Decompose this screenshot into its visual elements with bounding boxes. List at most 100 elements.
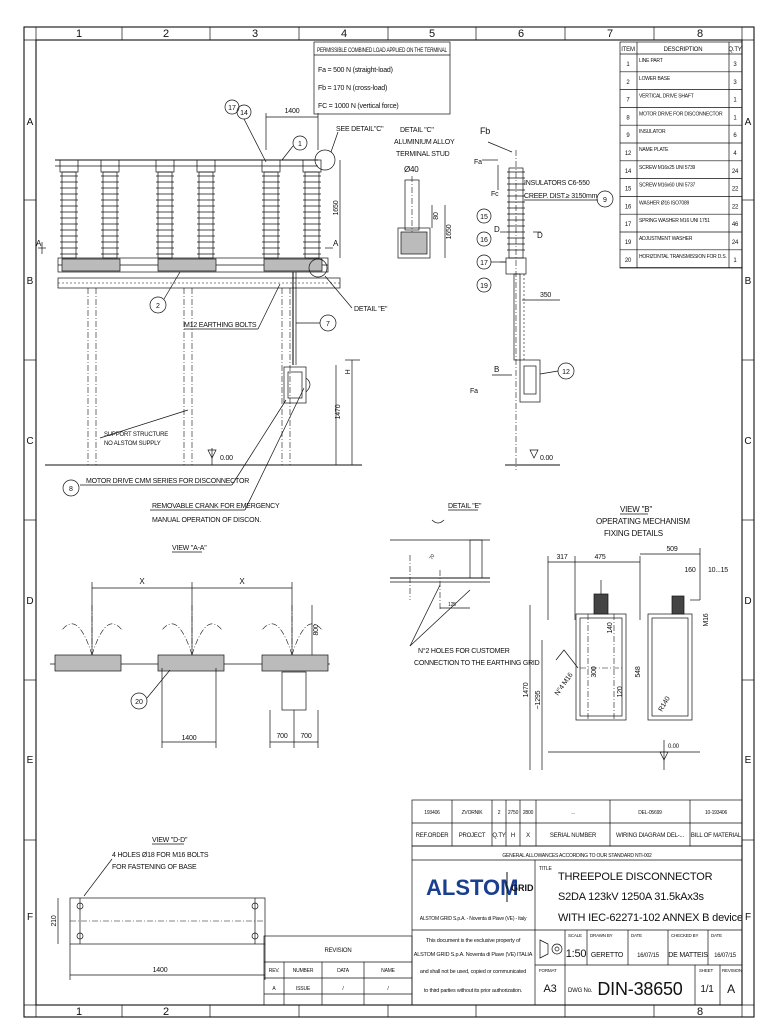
dim-1470-b: 1470 (523, 682, 530, 697)
col-label: 8 (697, 1006, 703, 1018)
date2-value: 16/07/15 (714, 953, 737, 959)
ref-header: WIRING DIAGRAM DEL-... (616, 833, 684, 839)
col-label: 5 (429, 28, 435, 40)
balloon: 8 (69, 486, 73, 493)
bom-qty: 4 (733, 151, 737, 157)
row-label: D (744, 596, 751, 607)
row-label: E (27, 755, 34, 766)
ref-value: ZVORNIK (462, 810, 484, 816)
balloon: 16 (480, 237, 488, 244)
company-text: ALSTOM GRID S.p.A. - Noventa di Piave (V… (420, 916, 527, 922)
bom-item: 1 (626, 62, 630, 68)
bom-desc: ADJUSTMENT WASHER (639, 236, 693, 242)
section-a-right: A (333, 239, 339, 248)
ref-header: SERIAL NUMBER (550, 833, 597, 839)
dim-1400-top: 1400 (285, 108, 300, 115)
load-box-title: PERMISSIBLE COMBINED LOAD APPLIED ON THE… (317, 48, 448, 54)
scale-value: 1:50 (566, 948, 587, 960)
revision-label: REVISION (722, 968, 742, 973)
drawn-value: GERETTO (591, 952, 624, 959)
bom-qty: 1 (733, 258, 737, 264)
holes-label-2: CONNECTION TO THE EARTHING GRID (414, 660, 540, 667)
bom-desc: SCREW M16x60 UNI 5737 (639, 183, 696, 189)
dim-1400-aa: 1400 (182, 735, 197, 742)
detail-c-material: ALUMINIUM ALLOY (394, 139, 455, 146)
row-label: B (745, 276, 752, 287)
view-a-a: VIEW "A-A" X X 800 1400 700 700 (50, 545, 330, 748)
level-front: 0.00 (220, 455, 233, 462)
rev-cell: ISSUE (296, 986, 311, 992)
title-line-2: S2DA 123kV 1250A 31.5kAx3s (558, 891, 705, 903)
ref-value: 193406 (424, 810, 440, 816)
rev-col-name: NAME (381, 968, 396, 974)
bom-qty: 3 (733, 62, 737, 68)
checked-label: CHECKED BY (671, 933, 698, 938)
balloon: 14 (240, 110, 248, 117)
col-label: 6 (518, 28, 524, 40)
balloon: 15 (480, 214, 488, 221)
dim-120: 120 (617, 686, 624, 697)
force-fc: Fc (491, 191, 499, 198)
title-tag: TITLE (539, 866, 552, 872)
ref-value: ... (571, 810, 575, 816)
revision-value: A (727, 982, 735, 996)
balloons: 1 17 14 9 15 16 17 19 2 7 12 8 20 (62, 99, 614, 710)
view-b-sub2: FIXING DETAILS (604, 529, 663, 538)
insulators-label-1: INSULATORS C6-550 (524, 180, 590, 187)
bom-item: 15 (625, 187, 632, 193)
dim-350: 350 (540, 292, 551, 299)
rev-cell: A (272, 986, 276, 992)
balloon: 12 (562, 369, 570, 376)
bom-item: 16 (625, 204, 632, 210)
dim-80: 80 (433, 212, 440, 220)
bom-desc: SCREW M16x25 UNI 5739 (639, 165, 696, 171)
balloon: 2 (156, 303, 160, 310)
section-d-right: D (537, 231, 543, 240)
col-label: 7 (607, 28, 613, 40)
dim-1650-detail: 1650 (446, 224, 453, 239)
bom-qty: 1 (733, 98, 737, 104)
col-label: 1 (76, 1006, 82, 1018)
dim-548: 548 (635, 666, 642, 677)
ref-header: X (526, 833, 530, 839)
bom-qty: 22 (732, 204, 739, 210)
load-fc: FC = 1000 N (vertical force) (318, 103, 399, 110)
ref-value: DEL-05699 (638, 810, 662, 816)
force-fb: Fb (480, 126, 490, 136)
dim-317: 317 (556, 554, 567, 561)
row-label: A (27, 117, 34, 128)
section-a-left: A (36, 239, 42, 248)
support-label-1: SUPPORT STRUCTURE (104, 432, 168, 438)
crank-label-2: MANUAL OPERATION OF DISCON. (152, 517, 261, 524)
dim-70: 70 (429, 553, 437, 561)
load-box: PERMISSIBLE COMBINED LOAD APPLIED ON THE… (313, 41, 451, 115)
dim-x2: X (239, 577, 245, 586)
bom-desc: SPRING WASHER M16 UNI 1751 (639, 218, 710, 224)
rev-cell: / (342, 986, 344, 992)
row-label: C (26, 436, 33, 447)
ref-value: 10-193406 (705, 810, 728, 816)
title-block: GENERAL ALLOWANCES ACCORDING TO OUR STAN… (411, 845, 743, 1006)
dim-m16: M16 (703, 613, 710, 626)
dd-holes-label-2: FOR FASTENING OF BASE (112, 864, 197, 871)
bom-qty: 24 (732, 240, 739, 246)
rev-col-number: NUMBER (293, 968, 314, 974)
dim-475: 475 (594, 554, 605, 561)
dim-1470-front: 1470 (335, 404, 342, 419)
notice-2: ALSTOM GRID S.p.A. Noventa di Piave (VE)… (414, 952, 533, 958)
holes-label-1: N°2 HOLES FOR CUSTOMER (418, 647, 510, 655)
ref-header: PROJECT (459, 833, 486, 839)
dim-300: 300 (591, 666, 598, 677)
row-label: C (744, 436, 751, 447)
notice-3: and shall not be used, copied or communi… (420, 969, 526, 975)
bom-desc: NAME PLATE (639, 147, 669, 153)
balloon: 19 (480, 283, 488, 290)
row-label: F (745, 912, 751, 923)
checked-value: DE MATTEIS (668, 952, 708, 959)
ref-header: BILL OF MATERIAL (691, 833, 742, 839)
col-label: 2 (163, 1006, 169, 1018)
row-label: D (26, 596, 33, 607)
dim-125: 125 (448, 602, 456, 608)
dim-160: 160 (684, 567, 695, 574)
bom-desc: INSULATOR (639, 129, 666, 135)
